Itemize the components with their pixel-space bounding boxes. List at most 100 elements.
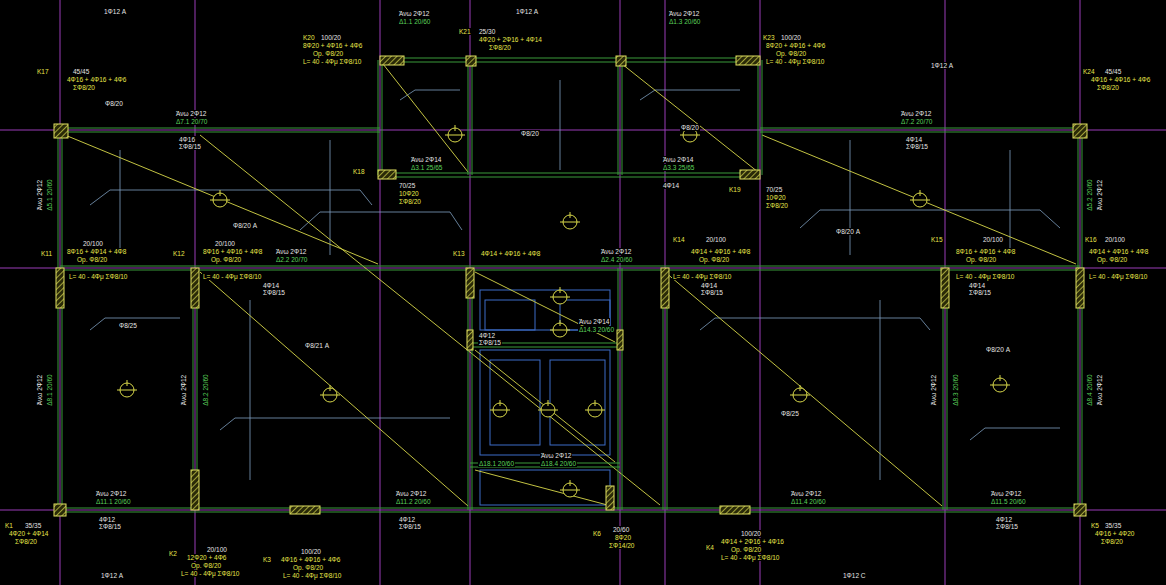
slab-symbol <box>790 385 810 402</box>
column-label: L= 40 - 4Φμ ΣΦ8/10 <box>202 273 262 280</box>
beam-line <box>60 128 380 129</box>
column-label: K13 <box>452 250 466 257</box>
rebar-note: 45/45 <box>72 68 90 75</box>
column-label: Op. Φ8/20 <box>210 256 242 263</box>
beam-line <box>60 508 1080 509</box>
rebar-note: ΣΦ8/15 <box>398 523 422 530</box>
column-label: Op. Φ8/20 <box>1096 256 1128 263</box>
column-label: 4Φ14 + 4Φ16 + 4Φ8 <box>690 248 751 255</box>
rebar-note: ΣΦ8/15 <box>178 143 202 150</box>
column-label: K5 <box>1090 522 1100 529</box>
column-label: L= 40 - 4Φμ ΣΦ8/10 <box>180 570 240 577</box>
rebar-note: ΣΦ8/15 <box>700 289 724 296</box>
rebar-line <box>220 418 450 430</box>
column-section <box>616 56 626 66</box>
column-label: ΣΦ8/20 <box>765 202 789 209</box>
rebar-note: 20/100 <box>82 240 104 247</box>
column-label: K2 <box>168 550 178 557</box>
column-label: L= 40 - 4Φμ ΣΦ8/10 <box>68 273 128 280</box>
column-section <box>378 170 396 179</box>
rebar-note: 1Φ12 A <box>100 572 124 579</box>
rebar-note: Άνω 2Φ12 <box>36 179 43 211</box>
column-label: K17 <box>36 68 50 75</box>
column-section <box>1074 504 1086 516</box>
column-section <box>290 506 320 514</box>
rebar-line <box>970 428 1060 440</box>
rebar-note: Άνω 2Φ12 <box>600 248 632 255</box>
column-label: K18 <box>352 168 366 175</box>
beam-line <box>380 173 760 174</box>
rebar-note: ΣΦ8/15 <box>478 339 502 346</box>
slab-diagonal <box>65 135 378 264</box>
core-outline <box>485 300 535 330</box>
rebar-line <box>300 212 462 230</box>
column-label: L= 40 - 4Φμ ΣΦ8/10 <box>672 273 732 280</box>
column-label: Op. Φ8/20 <box>292 564 324 571</box>
column-section <box>54 124 68 138</box>
rebar-note: Άνω 2Φ12 <box>930 374 937 406</box>
rebar-note: 100/20 <box>740 530 762 537</box>
beam-label: Δ8.3 20/60 <box>952 373 959 406</box>
column-label: 8Φ20 + 4Φ16 + 4Φ6 <box>765 42 826 49</box>
rebar-note: 20/100 <box>705 236 727 243</box>
slab-diagonal <box>475 350 615 462</box>
column-label: K16 <box>1084 236 1098 243</box>
beam-line <box>758 60 759 175</box>
slab-symbol <box>585 400 605 417</box>
column-section <box>380 56 404 65</box>
column-label: 8Φ20 <box>614 534 632 541</box>
column-label: K6 <box>592 530 602 537</box>
beam-line <box>472 268 473 510</box>
beam-label: Δ8.1 20/60 <box>46 373 53 406</box>
rebar-note: Φ8/20 <box>680 124 700 131</box>
rebar-note: Φ8/25 <box>118 322 138 329</box>
slab-symbol <box>210 190 230 207</box>
slab-diagonal <box>665 272 942 506</box>
beam-line <box>62 130 63 510</box>
rebar-note: ΣΦ8/15 <box>98 523 122 530</box>
column-label: L= 40 - 4Φμ ΣΦ8/10 <box>282 572 342 579</box>
rebar-note: 1Φ12 A <box>103 8 127 15</box>
column-label: K12 <box>172 250 186 257</box>
column-section <box>617 330 623 350</box>
rebar-line <box>850 140 851 255</box>
column-label: 4Φ14 + 4Φ16 + 4Φ8 <box>480 250 541 257</box>
slab-diagonal <box>622 64 758 172</box>
slab-symbol <box>550 287 570 304</box>
beam-label: Δ5.1 20/60 <box>46 178 53 211</box>
rebar-note: 4Φ14 <box>662 182 680 189</box>
column-label: 10Φ20 <box>765 194 787 201</box>
rebar-note: ΣΦ8/15 <box>905 143 929 150</box>
column-label: ΣΦ8/20 <box>14 538 38 545</box>
column-label: 4Φ14 + 4Φ16 + 4Φ8 <box>1088 248 1149 255</box>
beam-label: Δ11.5 20/60 <box>990 498 1027 505</box>
rebar-note: Άνω 2Φ14 <box>578 318 610 325</box>
rebar-note: 20/100 <box>1104 236 1126 243</box>
beam-label: Δ18.1 20/60 <box>478 460 515 467</box>
column-label: 8Φ16 + 4Φ16 + 4Φ8 <box>202 248 263 255</box>
rebar-note: 100/20 <box>300 548 322 555</box>
core-outline <box>480 350 610 455</box>
column-label: 8Φ16 + 4Φ16 + 4Φ8 <box>955 248 1016 255</box>
beam-label: Δ11.2 20/60 <box>395 498 432 505</box>
beam-label: Δ14.3 20/60 <box>578 326 615 333</box>
column-section <box>720 506 750 514</box>
beam-label: Δ1.3 20/60 <box>668 18 701 25</box>
column-label: ΣΦ8/20 <box>488 44 512 51</box>
column-section <box>661 268 669 308</box>
rebar-note: 20/60 <box>612 526 630 533</box>
column-label: 4Φ16 + 4Φ16 + 4Φ6 <box>1090 76 1151 83</box>
column-label: ΣΦ14/20 <box>608 542 635 549</box>
grid-line <box>0 130 1166 131</box>
beam-label: Δ5.2 20/60 <box>1086 178 1093 211</box>
beam-line <box>1078 130 1079 510</box>
column-section <box>54 504 66 516</box>
beam-line <box>468 60 469 175</box>
column-label: Op. Φ8/20 <box>190 562 222 569</box>
slab-diagonal <box>200 272 468 506</box>
rebar-note: Άνω 2Φ12 <box>668 10 700 17</box>
column-section <box>467 330 473 350</box>
column-label: Op. Φ8/20 <box>76 256 108 263</box>
beam-line <box>618 60 619 175</box>
